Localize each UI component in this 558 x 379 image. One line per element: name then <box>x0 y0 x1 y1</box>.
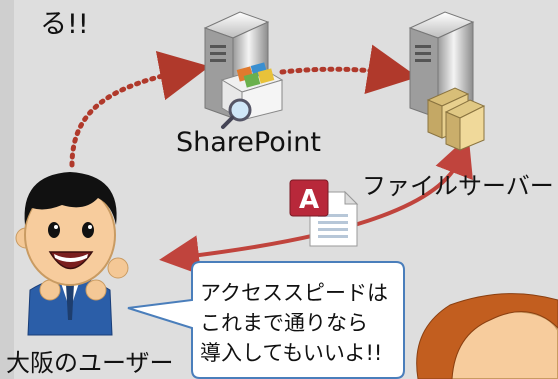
bubble-line-2: これまで通りなら <box>200 311 368 335</box>
dotted-arrow-sharepoint-to-fileserver <box>279 44 418 95</box>
second-character <box>416 293 558 379</box>
fileserver-label: ファイルサーバー <box>362 172 554 200</box>
speech-bubble <box>127 261 405 379</box>
user-label: 大阪のユーザー <box>6 349 174 377</box>
top-text: る!! <box>40 9 89 40</box>
user-character <box>15 172 129 336</box>
access-file-icon: A <box>289 179 359 247</box>
file-server-icon <box>408 11 486 151</box>
sharepoint-label: SharePoint <box>176 127 321 158</box>
bubble-line-1: アクセススピードは <box>200 281 388 305</box>
solid-arrow-fileserver-to-user <box>159 135 473 276</box>
bubble-line-3: 導入してもいいよ!! <box>200 341 383 365</box>
svg-text:A: A <box>299 185 319 215</box>
sharepoint-server-icon <box>203 11 284 129</box>
left-sidebar-strip <box>0 0 14 379</box>
speech-bubble-text: アクセススピードは これまで通りなら 導入してもいいよ!! <box>200 278 388 368</box>
dotted-arrow-user-to-sharepoint <box>69 50 210 168</box>
